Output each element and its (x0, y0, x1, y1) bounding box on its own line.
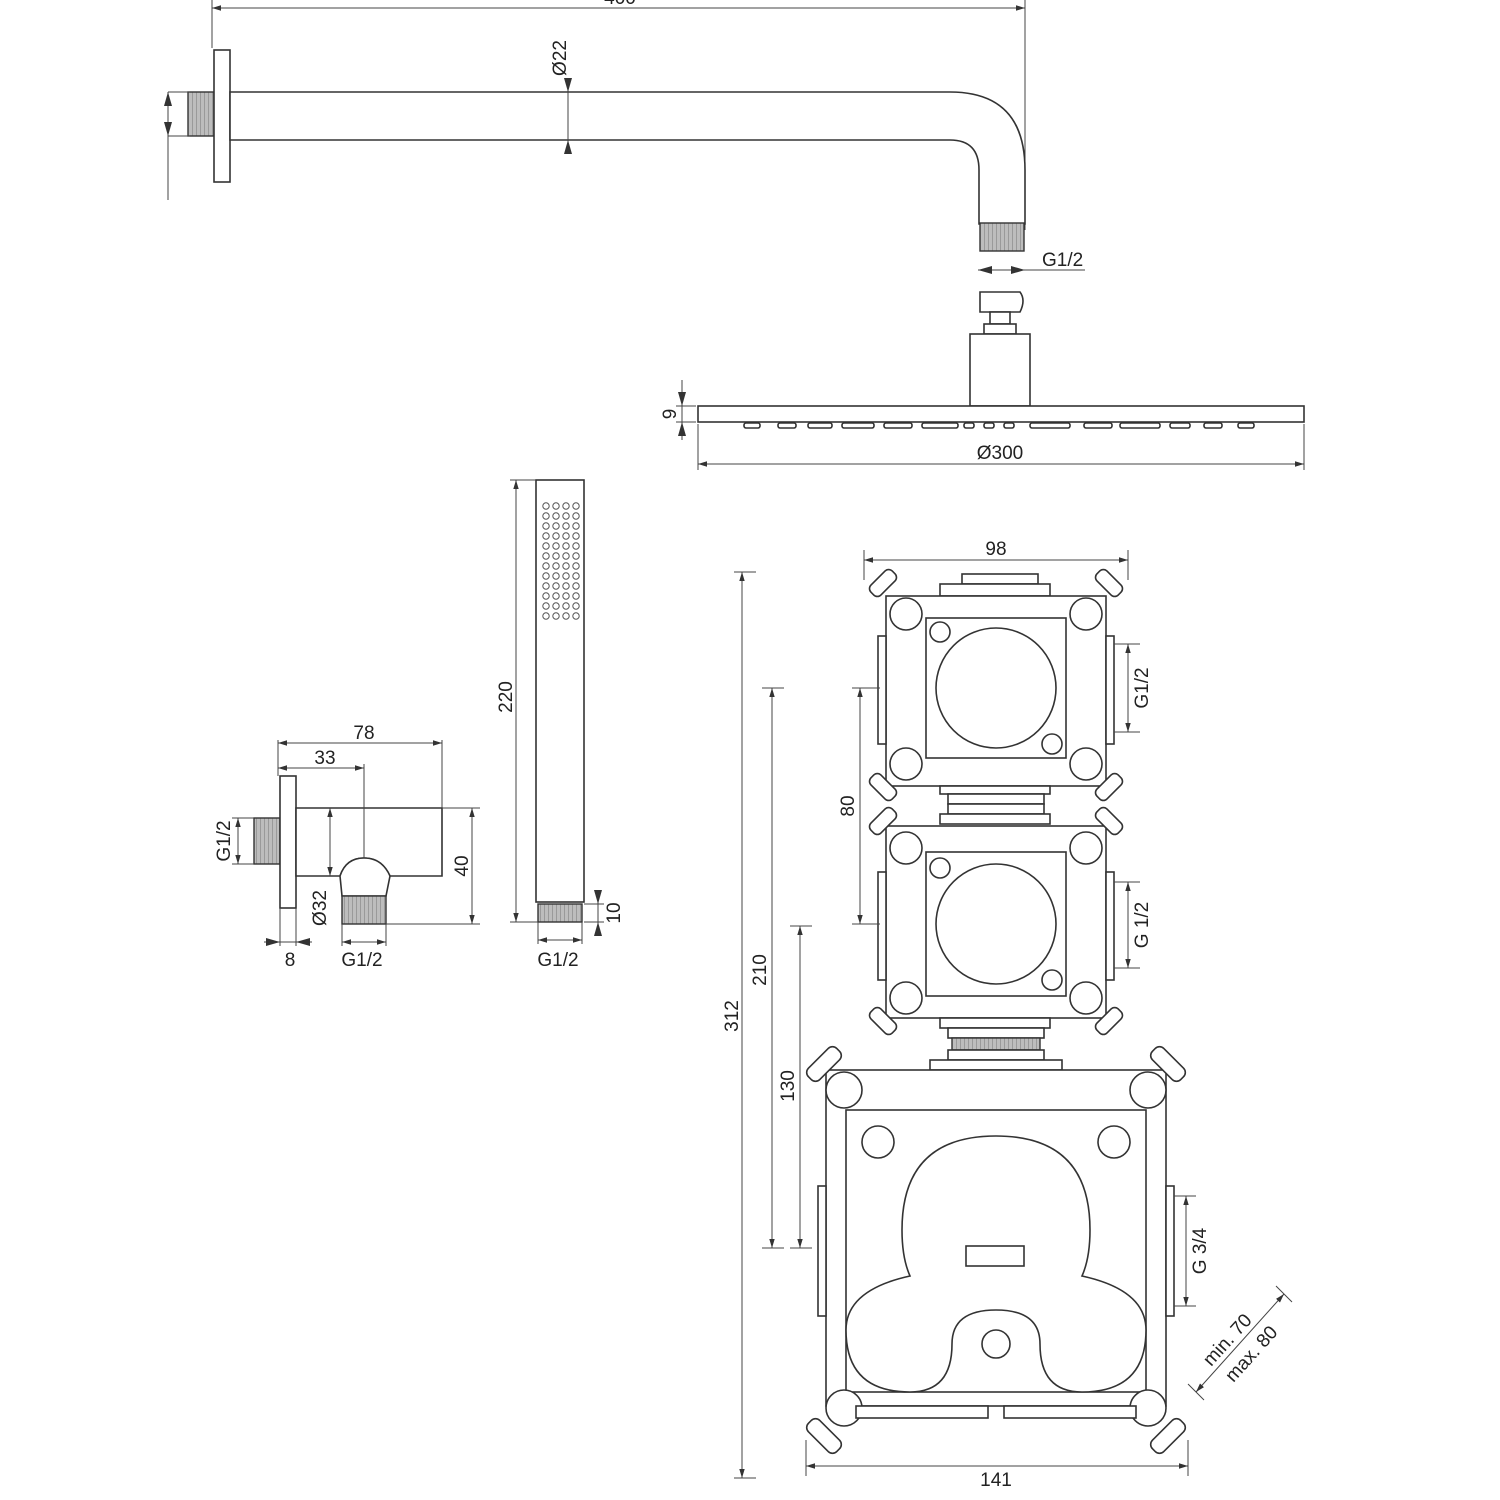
nozzle-dot (552, 562, 560, 570)
dim-height-312: 312 (722, 1000, 743, 1032)
nozzle-row (743, 422, 1255, 429)
nozzle-dot (572, 592, 580, 600)
dim-box-width-large: 141 (980, 1470, 1012, 1491)
dim-elbow-height: 40 (452, 855, 473, 876)
dim-height-130: 130 (778, 1070, 799, 1102)
nozzle-dot (542, 582, 550, 590)
dim-elbow-total: 78 (353, 723, 374, 744)
nozzle-dot (572, 552, 580, 560)
nozzle-dot (552, 582, 560, 590)
dim-height-210: 210 (750, 954, 771, 986)
nozzle-dot (552, 542, 560, 550)
nozzle-dot (542, 572, 550, 580)
nozzle-dot (552, 572, 560, 580)
nozzle-dot (562, 542, 570, 550)
nozzle-dot (552, 612, 560, 620)
dim-box-thread-main: G 3/4 (1190, 1227, 1211, 1274)
nozzle-dot (562, 562, 570, 570)
dim-hand-thread: G1/2 (537, 950, 578, 971)
nozzle-dot (572, 522, 580, 530)
dim-head-diameter: Ø300 (977, 443, 1023, 464)
nozzle-dot (542, 602, 550, 610)
dim-box-width-small: 98 (985, 539, 1006, 560)
dim-elbow-offset: 33 (314, 748, 335, 769)
nozzle-dot (562, 602, 570, 610)
rain-shower-head: 9 Ø300 (660, 291, 1305, 470)
nozzle-dot (572, 532, 580, 540)
nozzle-dot (542, 532, 550, 540)
nozzle-dot (572, 562, 580, 570)
nozzle-dot (562, 592, 570, 600)
diverter-module-upper (868, 568, 1124, 825)
nozzle-dot (572, 502, 580, 510)
nozzle-dot (542, 612, 550, 620)
nozzle-dot (552, 502, 560, 510)
nozzle-dot (562, 522, 570, 530)
nozzle-dot (542, 562, 550, 570)
dim-box-thread-1: G1/2 (1132, 667, 1153, 708)
nozzle-dot (542, 512, 550, 520)
dim-head-thickness: 9 (660, 409, 681, 420)
nozzle-dot (562, 572, 570, 580)
dim-elbow-thread-in: G1/2 (214, 820, 235, 861)
nozzle-dot (552, 512, 560, 520)
nozzle-dot (562, 502, 570, 510)
nozzle-dot (562, 532, 570, 540)
nozzle-dot (552, 602, 560, 610)
nozzle-dot (542, 502, 550, 510)
thermostatic-body (805, 1045, 1187, 1455)
nozzle-dot (552, 532, 560, 540)
nozzle-dot (552, 552, 560, 560)
dim-elbow-flange: 8 (285, 950, 296, 971)
dim-box-thread-2: G 1/2 (1132, 902, 1153, 948)
diverter-module-lower (868, 806, 1124, 1071)
concealed-mixer-box: 98 G1/2 G 1/2 G 3/4 80 312 210 1 (722, 539, 1293, 1491)
nozzle-dot (552, 592, 560, 600)
nozzle-dot (562, 512, 570, 520)
dim-elbow-thread-out: G1/2 (341, 950, 382, 971)
dim-elbow-outlet-diameter: Ø32 (310, 890, 331, 926)
dim-hand-thread-height: 10 (604, 902, 625, 923)
nozzle-dot (542, 592, 550, 600)
dim-arm-diameter: Ø22 (550, 40, 571, 76)
hand-shower: 220 10 G1/2 (496, 479, 625, 971)
nozzle-dot (572, 512, 580, 520)
dim-hand-length: 220 (496, 681, 517, 713)
dim-arm-length: 400 (604, 0, 636, 9)
nozzle-dot (542, 522, 550, 530)
wall-outlet-elbow: 78 33 G1/2 40 Ø32 8 G1/2 (214, 723, 480, 971)
nozzle-dot (572, 572, 580, 580)
nozzle-dot (562, 612, 570, 620)
nozzle-dot (572, 542, 580, 550)
dim-box-spacing: 80 (838, 795, 859, 816)
nozzle-dot (572, 602, 580, 610)
hand-shower-nozzles (542, 502, 580, 620)
nozzle-dot (542, 542, 550, 550)
nozzle-dot (562, 582, 570, 590)
nozzle-dot (542, 552, 550, 560)
nozzle-dot (562, 552, 570, 560)
shower-arm: 400 Ø22 G1/2 (164, 0, 1085, 274)
nozzle-dot (552, 522, 560, 530)
nozzle-dot (572, 582, 580, 590)
nozzle-dot (572, 612, 580, 620)
dim-arm-thread: G1/2 (1042, 250, 1083, 271)
